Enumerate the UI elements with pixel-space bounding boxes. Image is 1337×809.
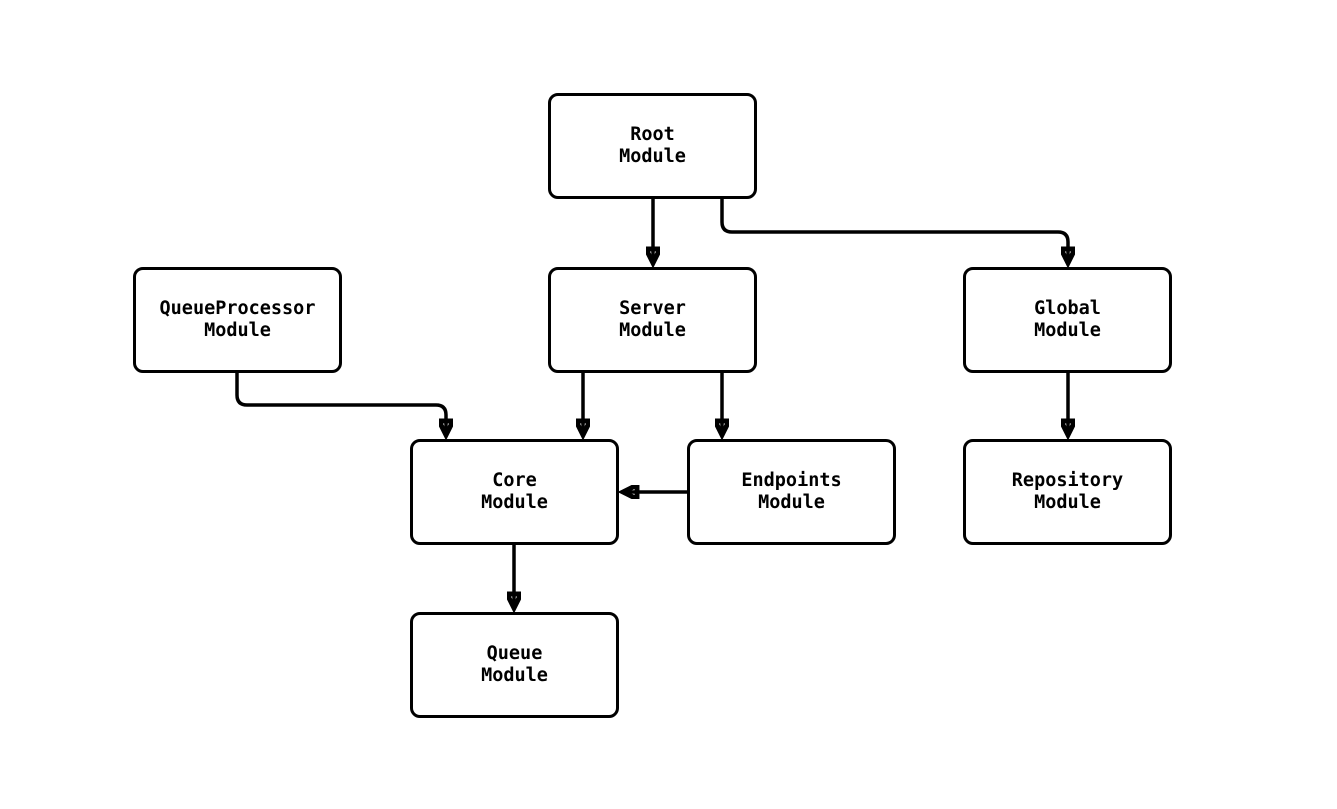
edge-queueprocessor-to-core	[235, 373, 446, 435]
node-core-module: Core Module	[410, 439, 619, 545]
node-label-line: Module	[619, 320, 686, 341]
node-label-line: Global	[1034, 298, 1101, 319]
node-label-line: Root	[630, 124, 675, 145]
node-queueprocessor-module: QueueProcessor Module	[133, 267, 342, 373]
node-label-line: Module	[481, 665, 548, 686]
node-endpoints-module: Endpoints Module	[687, 439, 896, 545]
node-queue-module: Queue Module	[410, 612, 619, 718]
node-label-line: Server	[619, 298, 686, 319]
node-label-line: Core	[492, 470, 537, 491]
node-label-line: Module	[758, 492, 825, 513]
node-label-line: Module	[204, 320, 271, 341]
node-label-line: Module	[481, 492, 548, 513]
node-label-line: Module	[619, 146, 686, 167]
node-label-line: QueueProcessor	[159, 298, 316, 319]
node-label-line: Repository	[1011, 470, 1124, 491]
node-label-line: Module	[1034, 320, 1101, 341]
node-global-module: Global Module	[963, 267, 1172, 373]
node-label-line: Queue	[486, 643, 543, 664]
node-label-line: Endpoints	[741, 470, 842, 491]
node-label-line: Module	[1034, 492, 1101, 513]
node-root-module: Root Module	[548, 93, 757, 199]
node-repository-module: Repository Module	[963, 439, 1172, 545]
edge-root-to-global	[720, 198, 1068, 263]
node-server-module: Server Module	[548, 267, 757, 373]
